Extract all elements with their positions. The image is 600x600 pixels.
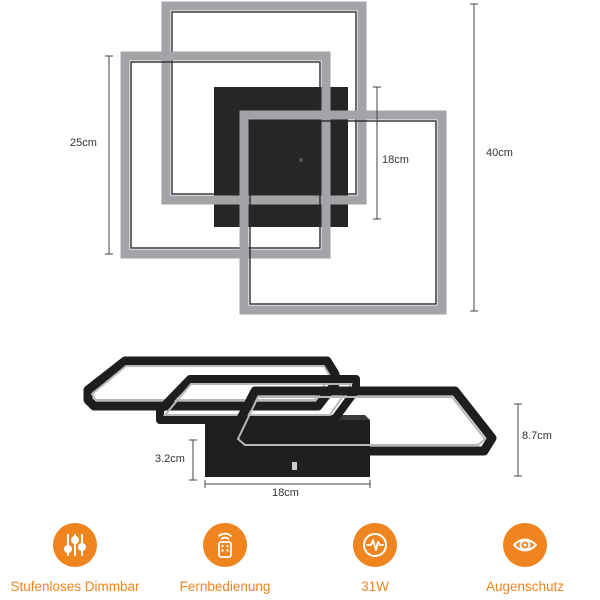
feature-label-wattage: 31W — [361, 579, 389, 594]
power-wave-icon — [353, 523, 397, 567]
lamp-side-frame-left — [83, 356, 340, 411]
feature-wattage: 31W — [300, 523, 450, 600]
dimension-label-base-height: 18cm — [382, 154, 409, 167]
dimension-label-side-height: 8.7cm — [522, 430, 552, 443]
feature-label-eye-protection: Augenschutz — [485, 579, 565, 594]
lamp-frame-left — [120, 51, 331, 259]
lamp-frame-right — [239, 110, 447, 315]
lamp-top-view — [105, 1, 478, 315]
dimension-label-base-width: 18cm — [272, 487, 299, 500]
dimension-lines-top — [105, 3, 478, 312]
lamp-side-frame-right — [225, 386, 497, 456]
feature-eye-protection: Augenschutz — [450, 523, 600, 600]
feature-remote: Fernbedienung — [150, 523, 300, 600]
lamp-side-frame-middle — [156, 375, 360, 424]
lamp-frame-top — [161, 1, 367, 205]
dimension-label-base-thickness: 3.2cm — [155, 453, 185, 466]
base-plate-screw — [299, 158, 303, 162]
dimension-lines-side — [189, 403, 522, 488]
dimension-label-outer-height: 40cm — [486, 147, 513, 160]
lamp-side-view — [83, 356, 522, 488]
eye-icon — [503, 523, 547, 567]
sliders-icon — [53, 523, 97, 567]
dimension-label-square-height: 25cm — [70, 137, 97, 150]
remote-control-icon — [203, 523, 247, 567]
feature-dimmable: Stufenloses Dimmbar — [0, 523, 150, 600]
feature-label-remote: Fernbedienung — [179, 579, 271, 594]
feature-label-dimmable: Stufenloses Dimmbar — [10, 579, 140, 594]
